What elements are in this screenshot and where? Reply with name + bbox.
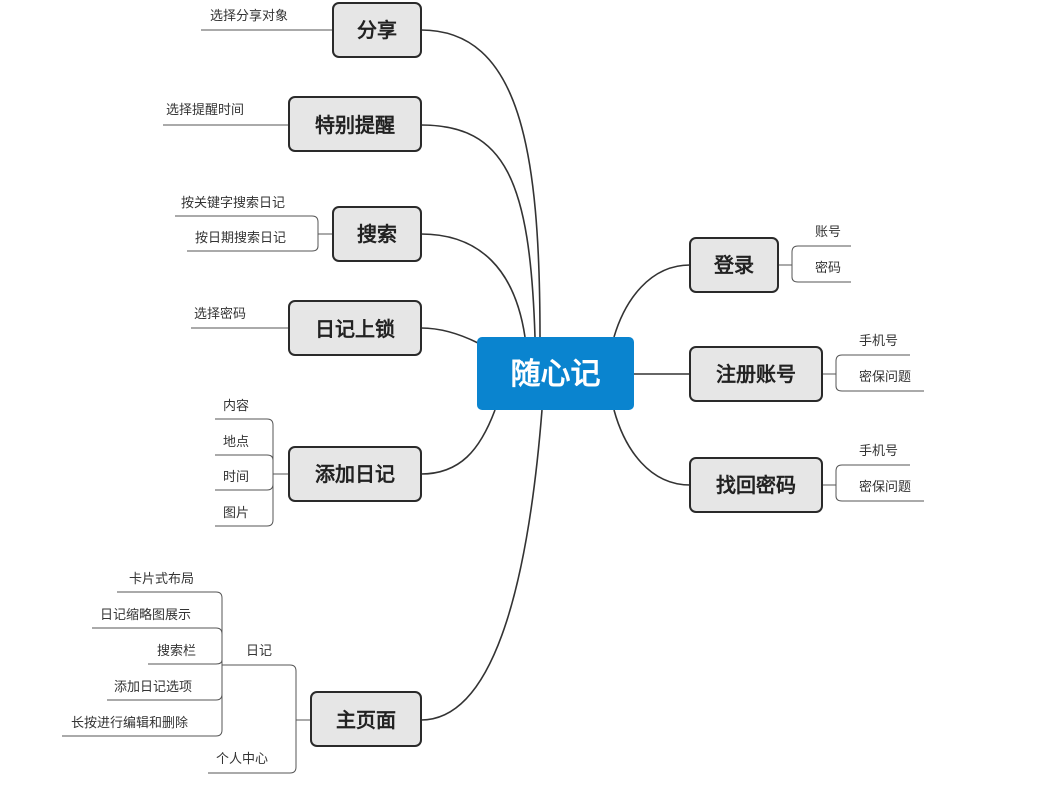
leaf-home-personal[interactable]: 个人中心 xyxy=(216,752,268,767)
connector-home xyxy=(420,409,543,721)
topic-home[interactable]: 主页面 xyxy=(310,691,422,747)
topic-reminder-label: 特别提醒 xyxy=(315,113,395,137)
leaf-recover-phone[interactable]: 手机号 xyxy=(859,444,898,459)
leaf-diary-thumbnail[interactable]: 日记缩略图展示 xyxy=(100,607,191,623)
center-node-box xyxy=(477,337,634,410)
leaf-reminder-time[interactable]: 选择提醒时间 xyxy=(166,102,244,118)
leaf-line-register-1 xyxy=(835,354,910,374)
topic-share-label: 分享 xyxy=(357,18,397,42)
topic-share[interactable]: 分享 xyxy=(332,2,422,58)
leaf-line-diary-3 xyxy=(148,659,223,665)
leaf-add-image[interactable]: 图片 xyxy=(223,506,249,521)
topic-reminder[interactable]: 特别提醒 xyxy=(288,96,422,152)
leaf-recover-question[interactable]: 密保问题 xyxy=(859,479,911,495)
leaf-login-account[interactable]: 账号 xyxy=(815,225,841,240)
leaf-line-recover-2 xyxy=(835,485,924,502)
center-node[interactable]: 随心记 xyxy=(477,337,634,410)
leaf-labels: 选择分享对象 选择提醒时间 按关键字搜索日记 按日期搜索日记 选择密码 内容 地… xyxy=(71,8,911,767)
topic-add-label: 添加日记 xyxy=(315,462,395,486)
leaf-add-time[interactable]: 时间 xyxy=(223,470,249,485)
connector-add xyxy=(420,409,496,475)
connector-recover xyxy=(613,409,691,486)
leaf-line-diary-1 xyxy=(117,591,223,665)
connector-login xyxy=(613,264,691,338)
topic-recover[interactable]: 找回密码 xyxy=(689,457,823,513)
connector-lock xyxy=(420,327,479,344)
leaf-connectors xyxy=(62,29,924,774)
center-node-label: 随心记 xyxy=(511,357,601,392)
topic-add[interactable]: 添加日记 xyxy=(288,446,422,502)
leaf-lock-password[interactable]: 选择密码 xyxy=(194,306,246,322)
leaf-line-add-2 xyxy=(215,454,274,474)
connector-search xyxy=(420,233,526,338)
leaf-home-diary[interactable]: 日记 xyxy=(246,644,272,659)
topic-search-label: 搜索 xyxy=(357,222,397,246)
leaf-line-search-2 xyxy=(187,234,319,252)
leaf-line-home-diary xyxy=(236,664,297,720)
leaf-line-recover-1 xyxy=(835,464,910,485)
leaf-line-add-4 xyxy=(215,474,274,527)
leaf-register-phone[interactable]: 手机号 xyxy=(859,334,898,349)
topic-login-label: 登录 xyxy=(713,253,754,277)
topic-lock-label: 日记上锁 xyxy=(315,317,395,341)
leaf-line-login-2 xyxy=(791,265,851,283)
leaf-line-register-2 xyxy=(835,374,924,392)
leaf-line-diary-2 xyxy=(92,627,223,665)
topic-lock[interactable]: 日记上锁 xyxy=(288,300,422,356)
leaf-diary-card-layout[interactable]: 卡片式布局 xyxy=(129,572,194,587)
topic-register[interactable]: 注册账号 xyxy=(689,346,823,402)
leaf-search-keyword[interactable]: 按关键字搜索日记 xyxy=(181,196,285,211)
leaf-search-date[interactable]: 按日期搜索日记 xyxy=(195,231,286,246)
topic-search[interactable]: 搜索 xyxy=(332,206,422,262)
leaf-diary-searchbar[interactable]: 搜索栏 xyxy=(157,644,196,659)
topic-recover-label: 找回密码 xyxy=(716,473,796,497)
leaf-diary-add-option[interactable]: 添加日记选项 xyxy=(114,680,192,695)
leaf-line-add-1 xyxy=(215,418,274,474)
leaf-login-password[interactable]: 密码 xyxy=(815,260,841,276)
topic-home-label: 主页面 xyxy=(336,708,396,732)
leaf-diary-longpress[interactable]: 长按进行编辑和删除 xyxy=(71,716,188,731)
connector-reminder xyxy=(420,124,536,338)
leaf-line-diary-5 xyxy=(62,665,223,737)
topic-register-label: 注册账号 xyxy=(716,362,796,386)
leaf-line-home-personal xyxy=(208,720,297,774)
leaf-register-question[interactable]: 密保问题 xyxy=(859,369,911,385)
topic-login[interactable]: 登录 xyxy=(689,237,779,293)
leaf-line-login-1 xyxy=(791,245,851,265)
leaf-add-location[interactable]: 地点 xyxy=(223,435,249,450)
leaf-share-target[interactable]: 选择分享对象 xyxy=(210,8,288,24)
connector-share xyxy=(420,29,541,338)
leaf-add-content[interactable]: 内容 xyxy=(223,398,249,414)
main-connectors xyxy=(420,29,691,721)
leaf-line-search-1 xyxy=(175,215,333,235)
